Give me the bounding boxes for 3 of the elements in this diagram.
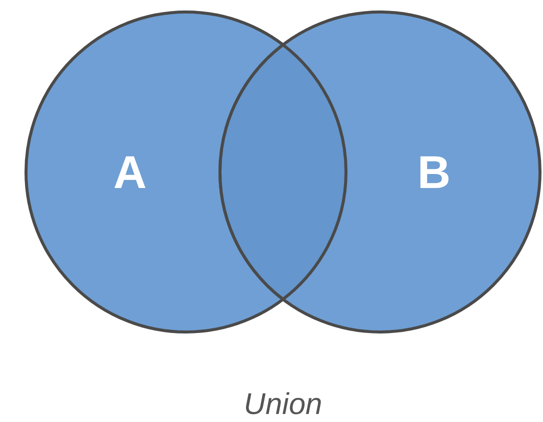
caption: Union	[244, 390, 322, 420]
set-label: B	[417, 149, 451, 195]
set-label: A	[113, 149, 147, 195]
